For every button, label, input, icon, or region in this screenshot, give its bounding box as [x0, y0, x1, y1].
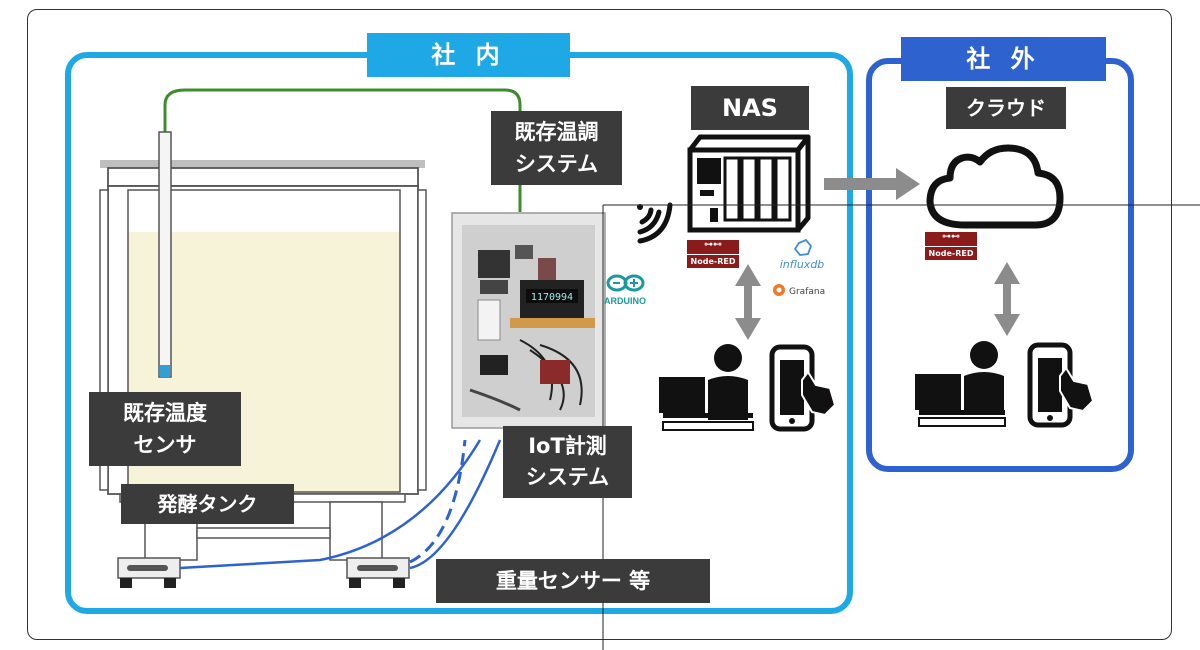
device-display-text: 1170994: [531, 292, 573, 303]
smartphone-tap-icon-external: [1027, 342, 1095, 428]
blue-wire-dashed: [409, 439, 467, 564]
temperature-sensor-label: 既存温度 センサ: [89, 392, 241, 466]
blue-wire-solid-left: [179, 439, 482, 570]
arduino-logo-icon: ARDUINO: [604, 274, 646, 306]
smartphone-tap-icon-internal: [769, 344, 837, 432]
node-red-logo-icon-cloud: ⊶⊷ Node-RED: [925, 232, 977, 260]
scale-sensor-icon-right: [346, 557, 410, 588]
hvac-system-label: 既存温調 システム: [491, 111, 622, 185]
arrow-nas-to-users: [735, 264, 761, 340]
svg-text:Grafana: Grafana: [789, 287, 825, 297]
cloud-icon: [926, 144, 1064, 229]
weight-sensor-label: 重量センサー 等: [436, 559, 710, 603]
nas-label: NAS: [691, 86, 809, 130]
grafana-logo-icon: Grafana: [773, 284, 825, 297]
external-zone-label: 社 外: [901, 37, 1106, 81]
cloud-label: クラウド: [946, 87, 1066, 129]
scale-sensor-icon-left: [117, 557, 181, 588]
tank-label: 発酵タンク: [121, 484, 294, 524]
temperature-probe-icon: [158, 131, 172, 378]
nas-server-icon: [687, 134, 811, 233]
influxdb-logo-icon: influxdb: [780, 238, 825, 271]
wifi-icon: [637, 202, 673, 244]
internal-zone-label: 社 内: [367, 33, 570, 77]
svg-text:ARDUINO: ARDUINO: [604, 296, 646, 306]
laptop-user-icon-external: [915, 341, 1006, 427]
arrow-nas-to-cloud: [824, 168, 920, 200]
blue-wire-solid-right: [409, 439, 502, 570]
node-red-logo-icon-nas: ⊶⊷ Node-RED: [687, 240, 739, 268]
arrow-cloud-to-users: [994, 262, 1020, 336]
iot-device-photo: 1170994: [451, 212, 606, 429]
laptop-user-icon-internal: [659, 344, 754, 431]
iot-system-label: IoT計測 システム: [503, 426, 632, 498]
green-wire: [163, 88, 522, 135]
diagram-frame: [27, 9, 1172, 640]
svg-text:influxdb: influxdb: [780, 258, 825, 271]
